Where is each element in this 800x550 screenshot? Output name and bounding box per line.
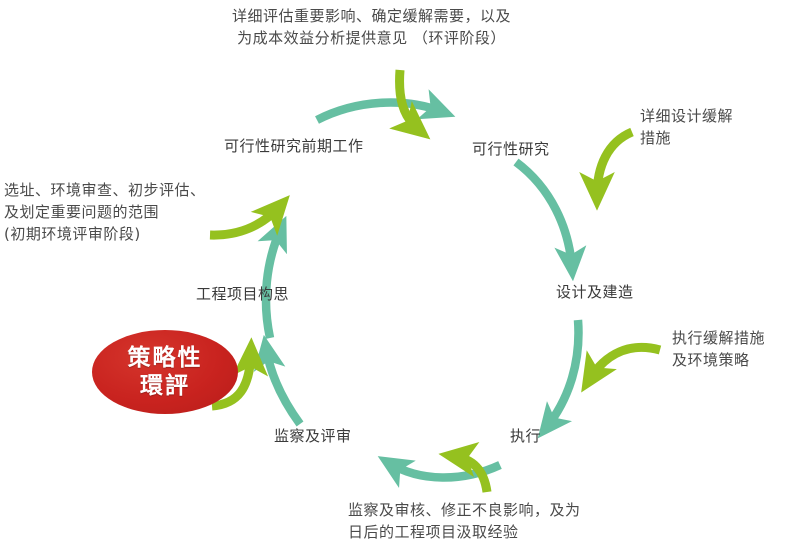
cycle-node-concept: 工程项目构思 xyxy=(196,285,290,303)
sea-badge-text: 策略性 環評 xyxy=(92,330,238,414)
branch-arrow-preliminary-review-to-cycle xyxy=(209,195,290,240)
annotation-monitor-audit: 监察及审核、修正不良影响，及为 日后的工程项目汲取经验 xyxy=(348,500,581,544)
annotation-preliminary-review-line-1: 选址、环境审查、初步评估、 xyxy=(4,181,206,199)
cycle-node-prefs: 可行性研究前期工作 xyxy=(224,137,364,155)
annotation-eia-stage-line-1: 详细评估重要影响、确定缓解需要，以及 xyxy=(232,7,512,25)
annotation-preliminary-review-line-3: (初期环境评审阶段) xyxy=(4,224,141,243)
sea-badge-line1: 策略性 xyxy=(127,344,203,371)
annotation-monitor-audit-line-2: 日后的工程项目汲取经验 xyxy=(348,522,519,541)
cycle-node-implement: 执行 xyxy=(510,427,542,445)
annotation-detailed-design-line-2: 措施 xyxy=(640,128,672,147)
sea-badge: 策略性 環評 xyxy=(92,330,238,414)
cycle-arrow-concept-to-prefs xyxy=(257,215,287,339)
annotation-implement-mitigation-line-1: 执行缓解措施 xyxy=(672,329,766,347)
cycle-node-monitor: 监察及评审 xyxy=(274,427,352,445)
branch-arrow-implement-mitigation-to-cycle xyxy=(581,342,662,393)
cycle-arrow-prefs-to-fs xyxy=(315,89,456,124)
branch-arrow-sea-badge-to-concept xyxy=(211,337,269,411)
annotation-eia-stage: 详细评估重要影响、确定缓解需要，以及 为成本效益分析提供意见 （环评阶段） xyxy=(232,6,511,50)
annotation-preliminary-review-line-2: 及划定重要问题的范围 xyxy=(4,202,160,221)
branch-arrow-eia-stage-to-cycle xyxy=(389,69,431,140)
annotation-eia-stage-line-2: 为成本效益分析提供意见 （环评阶段） xyxy=(237,28,506,47)
cycle-arrow-implement-to-monitor xyxy=(377,456,502,488)
sea-badge-line2: 環評 xyxy=(140,373,190,399)
annotation-preliminary-review-stage: 选址、环境审查、初步评估、 及划定重要问题的范围 (初期环境评审阶段) xyxy=(4,180,206,245)
branch-arrow-detailed-design-to-cycle xyxy=(579,127,634,211)
cycle-node-design: 设计及建造 xyxy=(556,283,634,301)
annotation-detailed-design-mitigation: 详细设计缓解 措施 xyxy=(640,106,733,150)
annotation-implement-mitigation-line-2: 及环境策略 xyxy=(672,350,750,369)
cycle-node-fs: 可行性研究 xyxy=(472,140,550,158)
cycle-arrow-monitor-to-concept xyxy=(253,334,304,427)
cycle-arrow-design-to-implement xyxy=(537,319,583,439)
sea-badge-ellipse xyxy=(92,330,238,414)
cycle-arrow-fs-to-design xyxy=(513,158,587,282)
annotation-monitor-audit-line-1: 监察及审核、修正不良影响，及为 xyxy=(348,501,581,519)
branch-arrow-monitor-audit-to-cycle xyxy=(438,441,492,493)
annotation-implement-mitigation: 执行缓解措施 及环境策略 xyxy=(672,328,765,372)
annotation-detailed-design-line-1: 详细设计缓解 xyxy=(640,107,734,125)
